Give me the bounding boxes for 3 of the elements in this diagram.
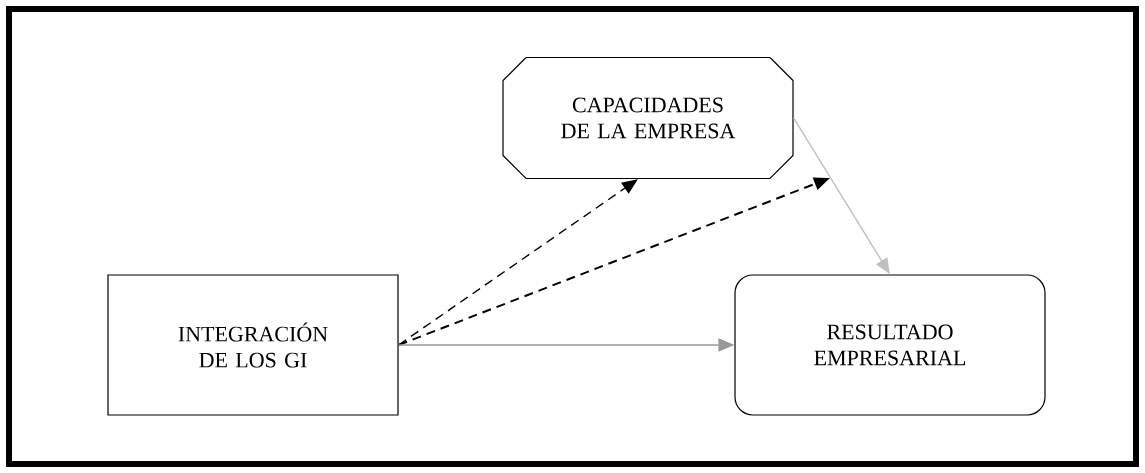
process-box: INTEGRACIÓN DE LOS GI — [107, 274, 399, 416]
rounded-box: RESULTADO EMPRESARIAL — [734, 274, 1046, 416]
octagon-box: CAPACIDADES DE LA EMPRESA — [502, 56, 794, 180]
